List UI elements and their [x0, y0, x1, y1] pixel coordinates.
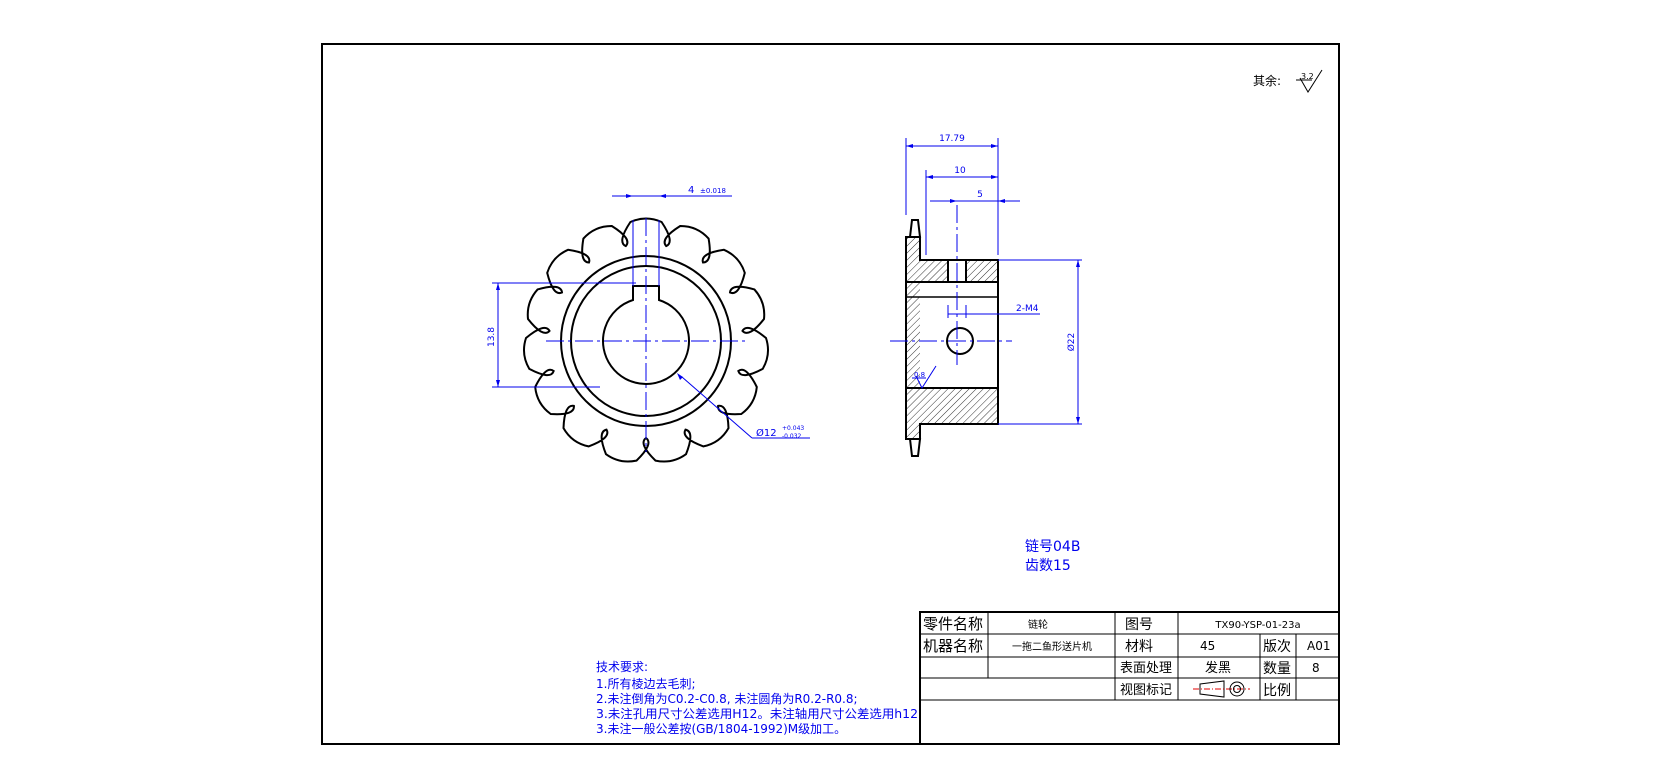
sprocket-side-view [890, 205, 1012, 457]
roughness-note-label: 其余: [1253, 73, 1281, 88]
bore-with-keyway [602, 285, 690, 385]
sprocket-plate-hatch [906, 237, 920, 439]
tech-item-3: 3.未注孔用尺寸公差选用H12。未注轴用尺寸公差选用h12 [596, 706, 918, 721]
qty-value: 8 [1312, 661, 1320, 675]
dim-hub-diameter [998, 259, 1082, 425]
teeth-count: 齿数15 [1025, 558, 1071, 574]
dim-overall-width [905, 138, 999, 255]
chain-number: 链号04B [1025, 539, 1080, 555]
sprocket-front-view [522, 217, 770, 463]
version-label: 版次 [1263, 639, 1291, 655]
dim-screw-position [930, 199, 1020, 203]
key-width-text: 4 [688, 185, 694, 196]
tech-title: 技术要求: [596, 660, 648, 674]
overall-width-text: 17.79 [939, 134, 965, 144]
material-value: 45 [1200, 639, 1215, 653]
dim-hub-length [925, 170, 998, 255]
machine-name-label: 机器名称 [923, 637, 983, 655]
hub-bottom-hatch [920, 388, 998, 424]
scale-label: 比例 [1263, 683, 1291, 699]
version-value: A01 [1307, 639, 1330, 653]
tooth-tip-top [908, 219, 922, 238]
projection-symbol-icon [1193, 680, 1250, 698]
key-height-text: 13.8 [487, 327, 497, 347]
drawing-no-label: 图号 [1125, 617, 1153, 633]
surface-value: 发黑 [1205, 660, 1231, 676]
surface-label: 表面处理 [1120, 661, 1172, 676]
drawing-no-value: TX90-YSP-01-23a [1214, 620, 1300, 631]
drawing-frame [321, 43, 1340, 745]
dim-screw-holes [947, 305, 1040, 318]
part-name-label: 零件名称 [923, 615, 983, 633]
title-block [919, 611, 1340, 745]
dim-bore-diameter [677, 373, 810, 439]
hub-length-text: 10 [954, 166, 966, 176]
tech-item-4: 3.未注一般公差按(GB/1804-1992)M级加工。 [596, 721, 846, 736]
dim-key-width [612, 194, 732, 286]
roughness-note-value: 3.2 [1301, 72, 1314, 81]
screw-position-text: 5 [977, 190, 983, 200]
tech-item-2: 2.未注倒角为C0.2-C0.8, 未注圆角为R0.2-R0.8; [596, 691, 858, 706]
bore-tolerance-lower: -0.032 [782, 433, 802, 440]
bore-tolerance-upper: +0.043 [782, 425, 804, 432]
bore-text: Ø12 [756, 427, 777, 439]
qty-label: 数量 [1263, 661, 1291, 677]
tooth-tip-bottom [908, 438, 922, 457]
hub-diameter-text: Ø22 [1066, 333, 1077, 352]
face-roughness-text: 0.8 [914, 371, 925, 379]
machine-name-value: 一拖二鱼形送片机 [1012, 640, 1092, 653]
roughness-symbol-icon [1296, 69, 1323, 93]
face-roughness-symbol-icon [912, 365, 937, 390]
screw-holes-text: 2-M4 [1016, 304, 1039, 314]
material-label: 材料 [1125, 639, 1153, 655]
dim-key-height [492, 282, 636, 388]
part-name-value: 链轮 [1028, 618, 1048, 631]
tech-item-1: 1.所有棱边去毛刺; [596, 676, 696, 691]
key-width-tolerance: ±0.018 [700, 187, 726, 195]
tech-requirements: 技术要求: 1.所有棱边去毛刺; 2.未注倒角为C0.2-C0.8, 未注圆角为… [596, 660, 918, 736]
sprocket-teeth-outline [522, 217, 770, 463]
view-mark-label: 视图标记 [1120, 683, 1172, 698]
